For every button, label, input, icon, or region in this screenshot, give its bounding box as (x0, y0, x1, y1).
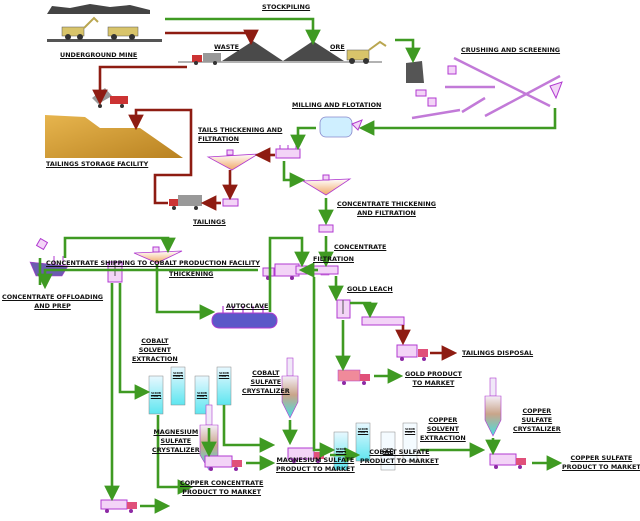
scrub-tank-4-label: SCRUB TANK 4 (218, 372, 230, 378)
offloading-hopper (35, 237, 49, 251)
label-underground-mine: UNDERGROUND MINE (60, 51, 138, 59)
label-filtration: FILTRATION (313, 255, 355, 263)
tails-thickener (206, 149, 259, 171)
scrub-tank-2-label: SCRUB TANK 2 (172, 372, 184, 378)
front-loader-icon (346, 40, 387, 64)
copper-sulfate-truck-icon (489, 453, 526, 469)
tailings-truck-icon (169, 195, 202, 210)
loader-icon (61, 16, 99, 40)
concentrate-thickener (301, 174, 352, 196)
tails-filter (222, 198, 239, 207)
tailings-disposal-truck-icon (396, 344, 428, 361)
label-waste: WASTE (214, 43, 240, 51)
product-flow-lines (37, 17, 563, 514)
magnesium-sulfate-truck-icon (204, 455, 242, 471)
tailings-storage-facility (45, 88, 183, 158)
label-thickening: THICKENING (169, 270, 214, 278)
label-tailings: TAILINGS (193, 218, 226, 226)
leach-filter (361, 316, 405, 326)
scrub-tank-3-label: SCRUB TANK 3 (196, 392, 208, 398)
copper-solvent-extraction-tanks (333, 422, 418, 471)
stockpiles (178, 40, 387, 65)
crushing-screening-plant (406, 56, 563, 120)
cobalt-sulfate-truck-icon (287, 447, 324, 463)
copper-concentrate-truck-icon (100, 499, 137, 513)
cu-scrub-tank-1-label: SCRUB TANK 1 (335, 448, 347, 454)
waste-pile (222, 41, 283, 61)
cu-scrub-tank-3-label: SCRUB TANK 3 (382, 448, 394, 454)
label-ore: ORE (330, 43, 345, 51)
cobalt-solvent-extraction-tanks (148, 366, 232, 415)
gold-truck-icon (337, 369, 370, 385)
copper-sulfate-crystalizer (484, 377, 502, 437)
shipping-truck-icon (262, 263, 300, 280)
haul-truck-icon (107, 26, 139, 40)
dump-truck-icon (192, 53, 221, 65)
cobalt-sulfate-crystalizer (281, 357, 299, 419)
concentrate-filter (318, 224, 334, 233)
ball-mill (319, 116, 363, 138)
label-conc-shipping: CONCENTRATE SHIPPING TO COBALT PRODUCTIO… (46, 259, 261, 267)
label-autoclave: AUTOCLAVE (226, 302, 269, 310)
scrub-tank-1-label: SCRUB TANK 1 (150, 392, 162, 398)
cu-scrub-tank-4-label: SCRUB TANK 4 (404, 428, 416, 434)
ore-pile (283, 41, 344, 61)
label-stockpiling: STOCKPILING (262, 3, 311, 11)
gold-leach-tank (336, 299, 351, 319)
label-concentrate: CONCENTRATE (334, 243, 387, 251)
thickener (133, 246, 183, 264)
dumping-truck-icon (92, 88, 128, 108)
underground-mine (47, 4, 162, 42)
label-gold-leach: GOLD LEACH (347, 285, 393, 293)
agitator-tank (107, 261, 123, 283)
flotation-cells (275, 145, 301, 159)
waste-flow-lines (92, 29, 458, 361)
autoclave-vessel (211, 306, 278, 329)
label-tailings-disposal: TAILINGS DISPOSAL (462, 349, 534, 357)
label-crushing-screening: CRUSHING AND SCREENING (461, 46, 561, 54)
cu-scrub-tank-2-label: SCRUB TANK 2 (357, 428, 369, 434)
label-tailings-storage: TAILINGS STORAGE FACILITY (46, 160, 149, 168)
label-milling-flotation: MILLING AND FLOTATION (292, 101, 382, 109)
